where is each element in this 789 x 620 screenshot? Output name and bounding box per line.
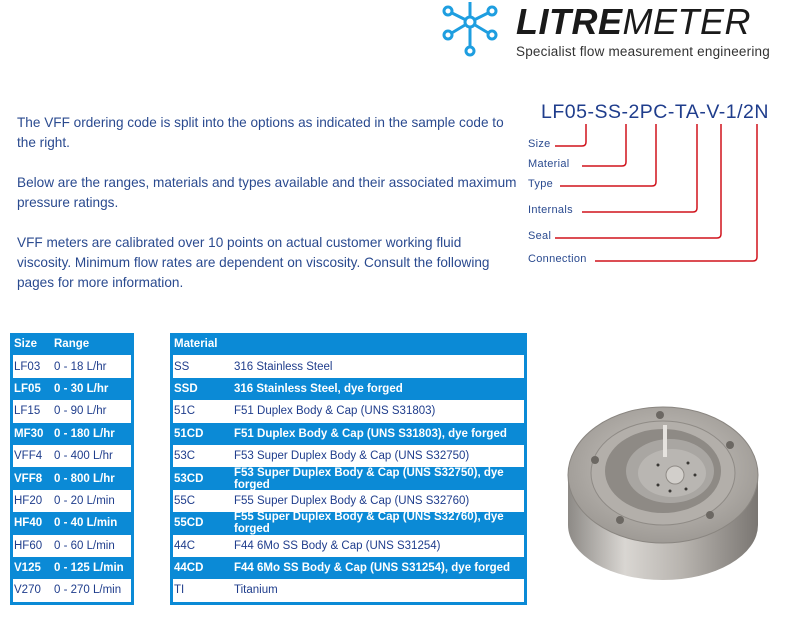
brand-tagline: Specialist flow measurement engineering [516, 44, 770, 59]
table-header: Material [174, 338, 218, 351]
code-label-seal: Seal [528, 230, 552, 242]
ordering-code-diagram: LF05-SS-2PC-TA-V-1/2N Size Material Type… [520, 95, 789, 270]
molecule-network-icon [442, 2, 498, 57]
intro-paragraph: Below are the ranges, materials and type… [17, 175, 517, 210]
code-label-material: Material [528, 158, 570, 170]
intro-text: The VFF ordering code is split into the … [17, 113, 517, 313]
code-connector-lines [555, 124, 758, 262]
code-label-type: Type [528, 178, 554, 190]
logo: LITREMETER Specialist flow measurement e… [436, 0, 789, 70]
code-label-connection: Connection [528, 253, 587, 265]
code-label-internals: Internals [528, 204, 573, 216]
flow-meter-product-image [567, 406, 759, 580]
table-header: Size Range [14, 338, 90, 351]
sample-code: LF05-SS-2PC-TA-V-1/2N [541, 101, 769, 123]
code-label-size: Size [528, 138, 551, 150]
brand-name: LITREMETER [516, 1, 751, 42]
intro-paragraph: The VFF ordering code is split into the … [17, 115, 504, 150]
intro-paragraph: VFF meters are calibrated over 10 points… [17, 235, 490, 290]
